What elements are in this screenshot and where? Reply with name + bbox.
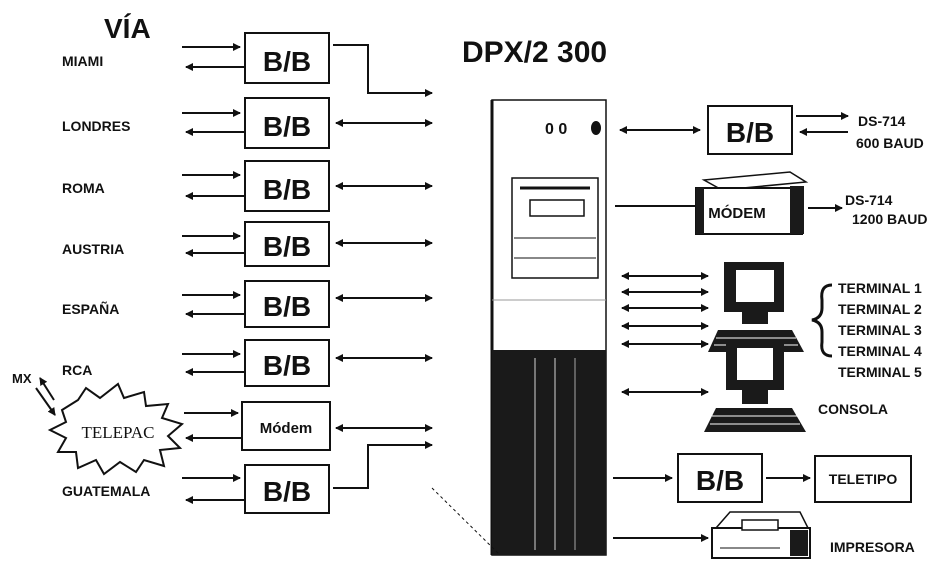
ds714-label-b: DS-714 xyxy=(845,192,893,208)
bb-box-rca: B/B xyxy=(245,340,329,386)
terminal-computer-icon xyxy=(708,262,804,352)
terminal-label-1: TERMINAL 1 xyxy=(838,280,922,296)
terminal-label-3: TERMINAL 3 xyxy=(838,322,922,338)
mx-label: MX xyxy=(12,371,32,386)
bb-box-roma: B/B xyxy=(245,161,329,211)
printer-icon xyxy=(712,512,810,558)
terminal-connectors xyxy=(622,276,708,344)
route-label-espana: ESPAÑA xyxy=(62,300,119,317)
bb-box-right-top: B/B xyxy=(708,106,792,154)
ds714-label-a: DS-714 xyxy=(858,113,906,129)
route-label-guatemala: GUATEMALA xyxy=(62,483,150,499)
terminal-brace xyxy=(812,285,832,356)
teletipo-box: TELETIPO xyxy=(815,456,911,502)
bb-box-espana: B/B xyxy=(245,281,329,327)
route-label-miami: MIAMI xyxy=(62,53,103,69)
modem-label: Módem xyxy=(260,420,313,437)
indicator-lights: 0 0 xyxy=(545,121,567,138)
power-light-icon xyxy=(591,121,601,135)
bb-box-guatemala: B/B xyxy=(245,465,329,513)
teletipo-label: TELETIPO xyxy=(829,471,898,487)
left-connectors xyxy=(182,47,245,500)
baud-label-b: 1200 BAUD xyxy=(852,211,927,227)
route-label-austria: AUSTRIA xyxy=(62,241,124,257)
bb-box-austria: B/B xyxy=(245,222,329,266)
bb-label: B/B xyxy=(263,111,311,142)
modem-box-left: Módem xyxy=(242,402,330,450)
terminal-label-5: TERMINAL 5 xyxy=(838,364,922,380)
bb-label: B/B xyxy=(263,476,311,507)
console-computer-icon xyxy=(704,340,806,432)
bb-label: B/B xyxy=(726,117,774,148)
bb-box-right-bottom: B/B xyxy=(678,454,762,502)
bb-label: B/B xyxy=(696,465,744,496)
terminal-label-2: TERMINAL 2 xyxy=(838,301,922,317)
bb-to-dpx-connectors xyxy=(333,45,432,488)
cabinet-lower-panel xyxy=(492,350,606,555)
bb-label: B/B xyxy=(263,231,311,262)
terminal-label-4: TERMINAL 4 xyxy=(838,343,922,359)
bb-label: B/B xyxy=(263,46,311,77)
bb-box-miami: B/B xyxy=(245,33,329,83)
bb-label: B/B xyxy=(263,291,311,322)
route-label-londres: LONDRES xyxy=(62,118,130,134)
mx-arrow-in xyxy=(36,388,55,415)
dpx-cabinet: 0 0 xyxy=(432,100,606,555)
bb-box-londres: B/B xyxy=(245,98,329,148)
bb-label: B/B xyxy=(263,174,311,205)
modem-right-label: MÓDEM xyxy=(708,204,766,222)
bb-label: B/B xyxy=(263,350,311,381)
modem-device-icon: MÓDEM xyxy=(696,172,806,234)
telepac-label: TELEPAC xyxy=(81,423,154,442)
telepac-starburst: TELEPAC xyxy=(50,384,182,474)
route-label-rca: RCA xyxy=(62,362,92,378)
cabinet-drive-panel xyxy=(512,178,598,278)
route-label-roma: ROMA xyxy=(62,180,105,196)
consola-label: CONSOLA xyxy=(818,401,888,417)
impresora-label: IMPRESORA xyxy=(830,539,915,555)
page-title: DPX/2 300 xyxy=(462,36,607,69)
baud-label-a: 600 BAUD xyxy=(856,135,924,151)
via-header: VÍA xyxy=(104,13,151,44)
